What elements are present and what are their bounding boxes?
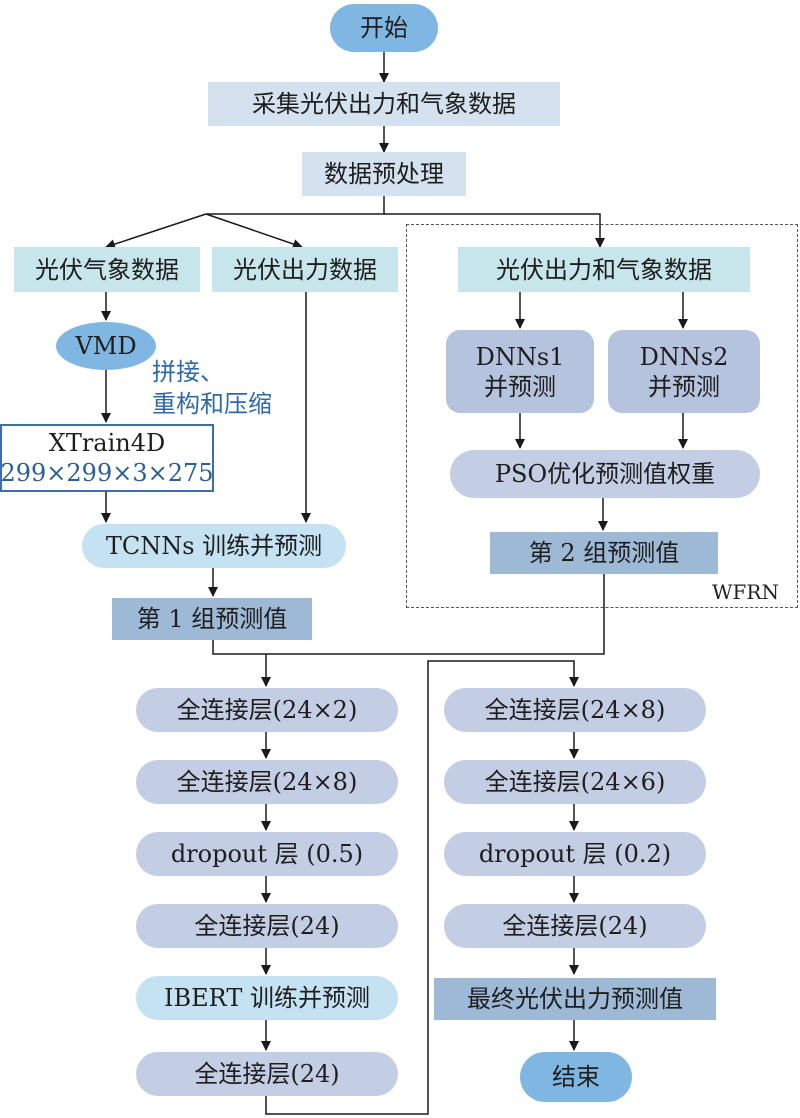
power-data-node: 光伏出力数据 [212, 247, 398, 292]
xtrain-dims: 299×299×3×275 [0, 459, 214, 487]
dnns1-sub: 并预测 [484, 372, 556, 401]
start-node: 开始 [330, 4, 438, 52]
tcnns-node: TCNNs 训练并预测 [82, 524, 346, 568]
ibert-node: IBERT 训练并预测 [136, 976, 398, 1020]
pso-node: PSO优化预测值权重 [450, 450, 760, 498]
annotation-splice: 拼接、 重构和压缩 [152, 356, 272, 421]
wfrn-container [406, 224, 798, 608]
left-dropout-0.5: dropout 层 (0.5) [136, 832, 398, 876]
final-prediction-node: 最终光伏出力预测值 [434, 978, 716, 1020]
power-weather-data-node: 光伏出力和气象数据 [458, 247, 750, 292]
preprocess-node: 数据预处理 [302, 152, 466, 196]
wfrn-label: WFRN [712, 580, 779, 604]
dnns1-label: DNNs1 [475, 342, 565, 371]
xtrain4d-node: XTrain4D 299×299×3×275 [0, 424, 214, 492]
xtrain-title: XTrain4D [48, 429, 166, 457]
arrow-to-wfrn [384, 213, 605, 248]
weather-data-node: 光伏气象数据 [14, 247, 200, 292]
dnns2-sub: 并预测 [648, 372, 720, 401]
left-dense-24-a: 全连接层(24) [136, 904, 398, 948]
right-dropout-0.2: dropout 层 (0.2) [444, 832, 706, 876]
left-dense-24x8: 全连接层(24×8) [136, 760, 398, 804]
annotation-line2: 重构和压缩 [152, 390, 272, 419]
dnns2-node: DNNs2 并预测 [608, 330, 760, 413]
split-line [206, 196, 385, 215]
annotation-line1: 拼接、 [152, 358, 224, 386]
right-dense-24x6: 全连接层(24×6) [444, 760, 706, 804]
dnns1-node: DNNs1 并预测 [446, 330, 594, 413]
link-left-right [265, 660, 579, 1115]
left-dense-24-b: 全连接层(24) [136, 1052, 398, 1096]
arrow-to-power [205, 213, 303, 249]
end-node: 结束 [520, 1052, 632, 1102]
group1-node: 第 1 组预测值 [112, 598, 312, 640]
group2-node: 第 2 组预测值 [490, 532, 718, 574]
collect-data-node: 采集光伏出力和气象数据 [208, 82, 560, 126]
arrow-to-weather [105, 213, 207, 249]
merge-line [212, 574, 605, 655]
dnns2-label: DNNs2 [639, 342, 729, 371]
right-dense-24x8: 全连接层(24×8) [444, 688, 706, 732]
right-dense-24: 全连接层(24) [444, 904, 706, 948]
left-dense-24x2: 全连接层(24×2) [136, 688, 398, 732]
vmd-node: VMD [56, 322, 156, 370]
